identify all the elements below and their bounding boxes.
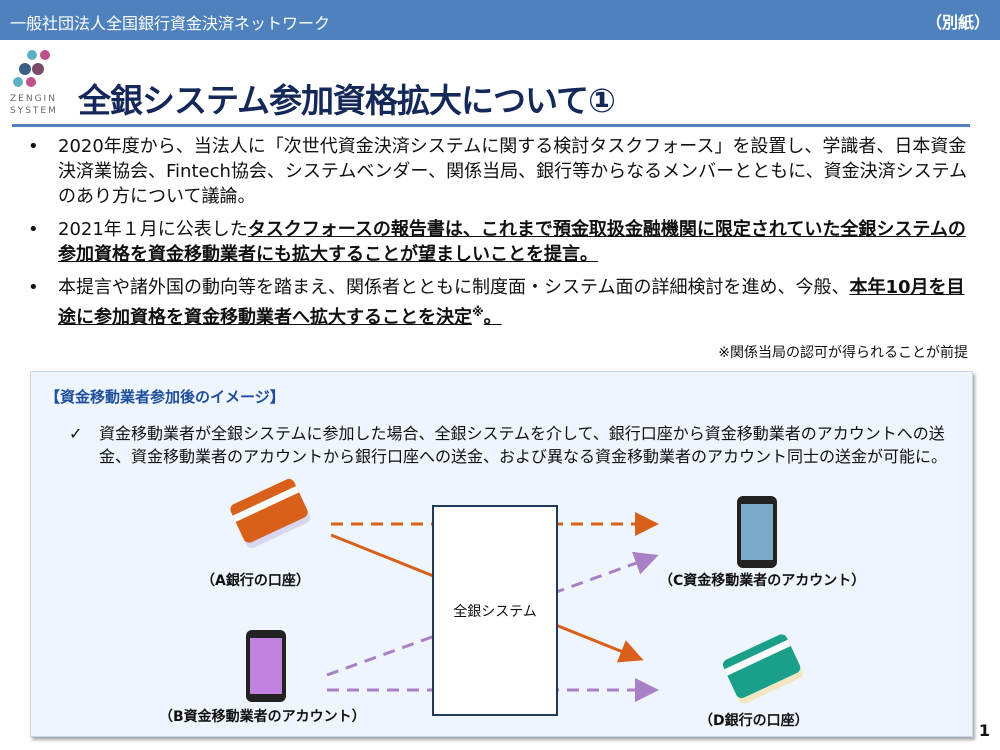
- system-label: 全銀システム: [453, 603, 537, 620]
- check-text: 資金移動業者が全銀システムに参加した場合、全銀システムを介して、銀行口座から資金…: [99, 424, 948, 466]
- panel-title: 【資金移動業者参加後のイメージ】: [45, 388, 285, 406]
- bullet-text: 2021年１月に公表した: [58, 219, 248, 240]
- checkmark-icon: ✓: [69, 424, 83, 443]
- organization-name: 一般社団法人全国銀行資金決済ネットワーク: [10, 14, 331, 33]
- smartphone-c-icon: [737, 496, 777, 568]
- svg-text:ZENGIN: ZENGIN: [10, 94, 57, 104]
- bullet-emphasis: 本年10月を目途に参加資格を資金移動業者へ拡大することを決定: [58, 277, 965, 328]
- bank-card-d-icon: [722, 634, 803, 704]
- label-c-account: （C資金移動業者のアカウント）: [659, 573, 866, 589]
- dashed-arrow-b-to-c: [326, 551, 659, 677]
- bullet-item: •本提言や諸外国の動向等を踏まえ、関係者とともに制度面・システム面の詳細検討を進…: [28, 277, 965, 328]
- smartphone-b-icon: [246, 630, 286, 702]
- footnote: ※関係当局の認可が得られることが前提: [718, 345, 968, 361]
- page-number: 1: [978, 721, 990, 740]
- label-d-bank: （D銀行の口座）: [699, 713, 809, 729]
- bullet-list: •2020年度から、当法人に「次世代資金決済システムに関する検討タスクフォース」…: [28, 134, 973, 338]
- header-bar: 一般社団法人全国銀行資金決済ネットワーク （別紙）: [0, 0, 1000, 40]
- page-title: 全銀システム参加資格拡大について①: [78, 81, 616, 120]
- zengin-logo: ZENGIN SYSTEM: [8, 48, 68, 120]
- title-divider: [12, 124, 970, 127]
- bullet-end: 。: [483, 307, 502, 328]
- footnote-mark: ※: [472, 305, 484, 319]
- zengin-system-box: 全銀システム: [432, 505, 558, 716]
- label-b-account: （B資金移動業者のアカウント）: [159, 709, 366, 725]
- annex-label: （別紙）: [925, 13, 990, 32]
- check-item: ✓ 資金移動業者が全銀システムに参加した場合、全銀システムを介して、銀行口座から資…: [69, 422, 949, 468]
- svg-text:SYSTEM: SYSTEM: [10, 106, 58, 116]
- bullet-item: •2021年１月に公表したタスクフォースの報告書は、これまで預金取扱金融機関に限…: [28, 219, 966, 265]
- bullet-emphasis: タスクフォースの報告書は、これまで預金取扱金融機関に限定されていた全銀システムの…: [58, 219, 966, 265]
- bullet-text: 本提言や諸外国の動向等を踏まえ、関係者とともに制度面・システム面の詳細検討を進め…: [58, 277, 850, 298]
- label-a-bank: （A銀行の口座）: [201, 573, 310, 589]
- image-panel: 【資金移動業者参加後のイメージ】 ✓ 資金移動業者が全銀システムに参加した場合、全…: [30, 371, 973, 737]
- bank-card-a-icon: [230, 478, 311, 549]
- bullet-item: •2020年度から、当法人に「次世代資金決済システムに関する検討タスクフォース」…: [28, 136, 968, 207]
- bullet-text: 2020年度から、当法人に「次世代資金決済システムに関する検討タスクフォース」を…: [58, 136, 968, 207]
